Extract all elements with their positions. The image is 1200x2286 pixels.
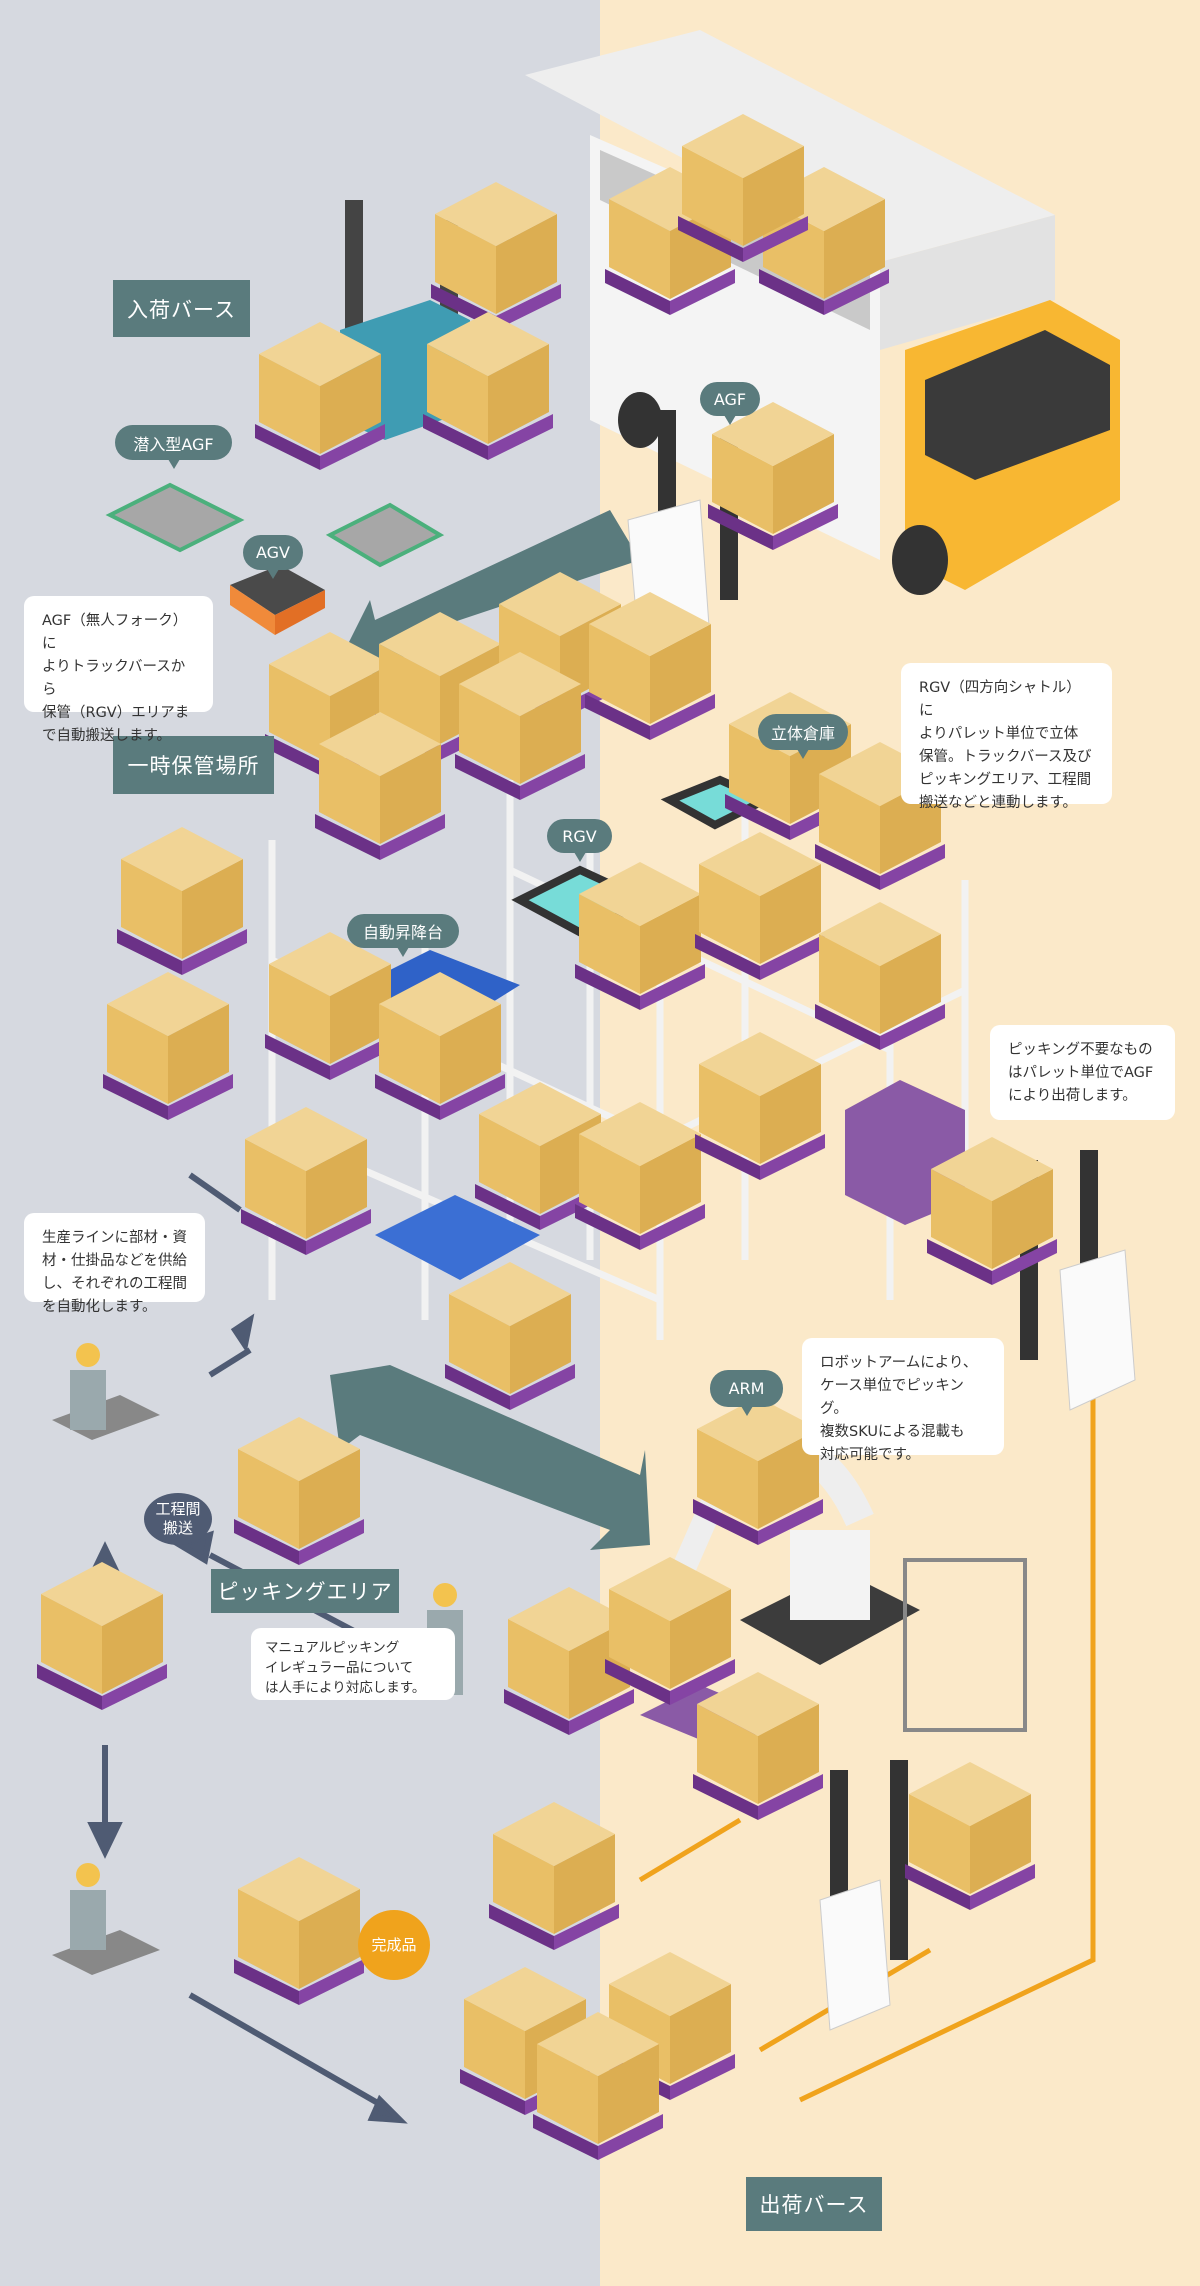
bubble-submersible-agf: 潜入型AGF (115, 425, 232, 469)
pallet-stack (234, 1417, 364, 1565)
pallet-stack (241, 1107, 371, 1255)
truck-wheel (892, 525, 948, 595)
bubble-auto-lift: 自動昇降台 (347, 914, 459, 957)
pallet-stack (605, 1952, 735, 2100)
pallet-stack (585, 592, 715, 740)
callout-no-picking: ピッキング不要なもの はパレット単位でAGF により出荷します。 (990, 1025, 1175, 1120)
area-label-receiving: 入荷バース (113, 280, 250, 337)
bubble-rgv: RGV (547, 819, 612, 862)
bubble-agf: AGF (700, 382, 760, 425)
pallet-stack (445, 1262, 575, 1410)
area-label-shipping: 出荷バース (746, 2177, 882, 2231)
bubble-finished-goods: 完成品 (358, 1910, 430, 1980)
pallet-stack (575, 1102, 705, 1250)
pallet-stack (533, 2012, 663, 2160)
inbound-flow-arrow (340, 510, 640, 690)
pallet-stack (575, 862, 705, 1010)
pallet-stack (265, 932, 395, 1080)
pallet-stack (905, 1762, 1035, 1910)
pallet-stack (315, 712, 445, 860)
callout-production-line: 生産ラインに部材・資 材・仕掛品などを供給 し、それぞれの工程間 を自動化します… (24, 1213, 205, 1315)
bubble-inter-process-transport: 工程間 搬送 (144, 1493, 212, 1545)
worker-station (52, 1863, 160, 1975)
pallet-stack (815, 902, 945, 1050)
pallet-stack (605, 1557, 735, 1705)
pallet-stack (489, 1802, 619, 1950)
pallet-stack (695, 832, 825, 980)
pallet-stack (37, 1562, 167, 1710)
bubble-arm: ARM (710, 1370, 783, 1416)
callout-manual-picking: マニュアルピッキング イレギュラー品について は人手により対応します。 (251, 1628, 455, 1700)
roll-cart (903, 1558, 1027, 1732)
bubble-automated-warehouse: 立体倉庫 (758, 714, 848, 759)
pallet-stack (455, 652, 585, 800)
agf-forklift (819, 1760, 908, 2031)
bubble-agv: AGV (243, 535, 303, 579)
submersible-agf (105, 482, 445, 568)
bidirectional-flow-arrow (330, 1365, 650, 1550)
callout-robot-arm: ロボットアームにより、 ケース単位でピッキング。 複数SKUによる混載も 対応可… (802, 1338, 1004, 1463)
agv-robot (230, 565, 325, 635)
area-label-picking: ピッキングエリア (211, 1569, 399, 1613)
pallet-stack (423, 312, 553, 460)
pallet-stack (117, 827, 247, 975)
area-label-temporary-storage: 一時保管場所 (113, 736, 274, 794)
pallet-stack (234, 1857, 364, 2005)
auto-lift-lower (375, 1195, 540, 1280)
pallet-stack (255, 322, 385, 470)
pallet-stack (695, 1032, 825, 1180)
worker-station (52, 1343, 160, 1440)
pallet-stack (927, 1137, 1057, 1285)
callout-rgv: RGV（四方向シャトル）に よりパレット単位で立体 保管。トラックバース及び ピ… (901, 663, 1112, 811)
pallet-stack (693, 1397, 823, 1545)
truck-wheel (618, 392, 662, 448)
callout-agf: AGF（無人フォーク）に よりトラックバースから 保管（RGV）エリアま で自動… (24, 596, 213, 744)
pallet-stack (678, 114, 808, 262)
pallet-stack (375, 972, 505, 1120)
pallet-stack (693, 1672, 823, 1820)
pallet-stack (708, 402, 838, 550)
pallet-stack (103, 972, 233, 1120)
